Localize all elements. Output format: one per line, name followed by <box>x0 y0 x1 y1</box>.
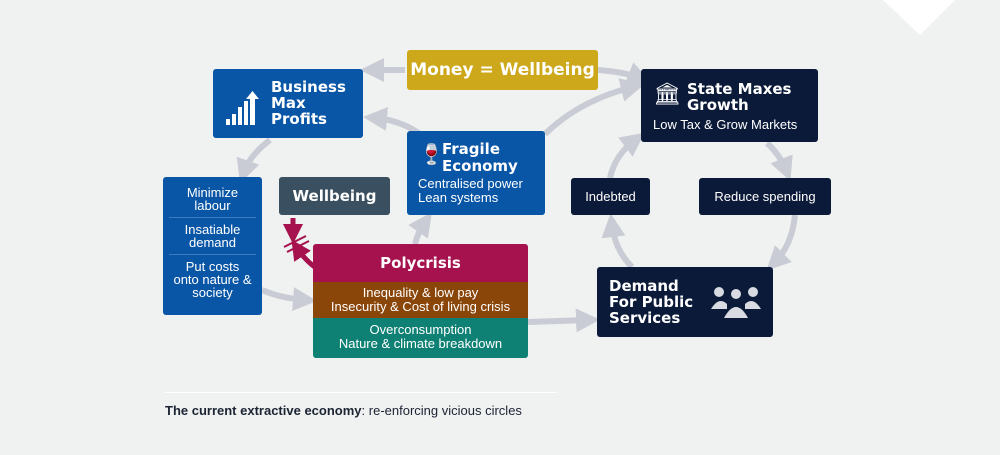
money-wellbeing-box: Money = Wellbeing <box>407 50 598 90</box>
state-subtitle: Low Tax & Grow Markets <box>653 117 798 132</box>
crisis-line: Nature & climate breakdown <box>338 336 503 351</box>
fragile-line: Lean systems <box>418 190 499 205</box>
fragile-title: Fragile <box>442 140 501 158</box>
list-item: Insatiable demand <box>169 218 256 255</box>
fragile-title: Economy <box>442 157 518 175</box>
business-box: Business Max Profits <box>213 69 363 138</box>
fragile-line: Centralised power <box>418 176 523 191</box>
demand-public-services-box: Demand For Public Services <box>597 267 773 337</box>
broken-link-icon <box>283 235 310 253</box>
crisis-line: Overconsumption <box>369 322 472 337</box>
polycrisis-title: Polycrisis <box>313 244 528 282</box>
broken-glass-icon: 🍷 <box>419 142 444 166</box>
people-group-icon <box>711 287 761 318</box>
business-line: Business <box>271 78 346 96</box>
wellbeing-box: Wellbeing <box>279 177 390 215</box>
state-title: State Maxes <box>687 80 792 98</box>
corner-triangle <box>883 0 955 35</box>
caption-bold: The current extractive economy <box>165 403 362 418</box>
caption: The current extractive economy: re-enfor… <box>165 403 522 418</box>
business-line: Max <box>271 94 306 112</box>
crisis-line: Insecurity & Cost of living crisis <box>330 299 511 314</box>
list-item: Minimize labour <box>169 186 256 218</box>
caption-rest: : re-enforcing vicious circles <box>361 403 522 418</box>
state-title: Growth <box>687 96 749 114</box>
list-item: Put costs onto nature & society <box>173 259 252 300</box>
business-tactics-list: Minimize labour Insatiable demand Put co… <box>163 177 262 315</box>
government-building-icon: 🏛 <box>653 82 681 107</box>
caption-divider <box>165 392 557 393</box>
business-line: Profits <box>271 110 327 128</box>
state-growth-box: 🏛 State Maxes Growth Low Tax & Grow Mark… <box>641 69 818 142</box>
demand-line: Services <box>609 309 681 327</box>
profit-chart-icon <box>226 91 259 125</box>
demand-line: For Public <box>609 293 694 311</box>
indebted-box: Indebted <box>571 178 650 215</box>
fragile-economy-box: 🍷 Fragile Economy Centralised power Lean… <box>407 131 545 215</box>
demand-line: Demand <box>609 277 679 295</box>
crisis-line: Inequality & low pay <box>362 285 479 300</box>
reduce-spending-box: Reduce spending <box>699 178 831 215</box>
polycrisis-box: Polycrisis Inequality & low pay Insecuri… <box>313 244 528 358</box>
